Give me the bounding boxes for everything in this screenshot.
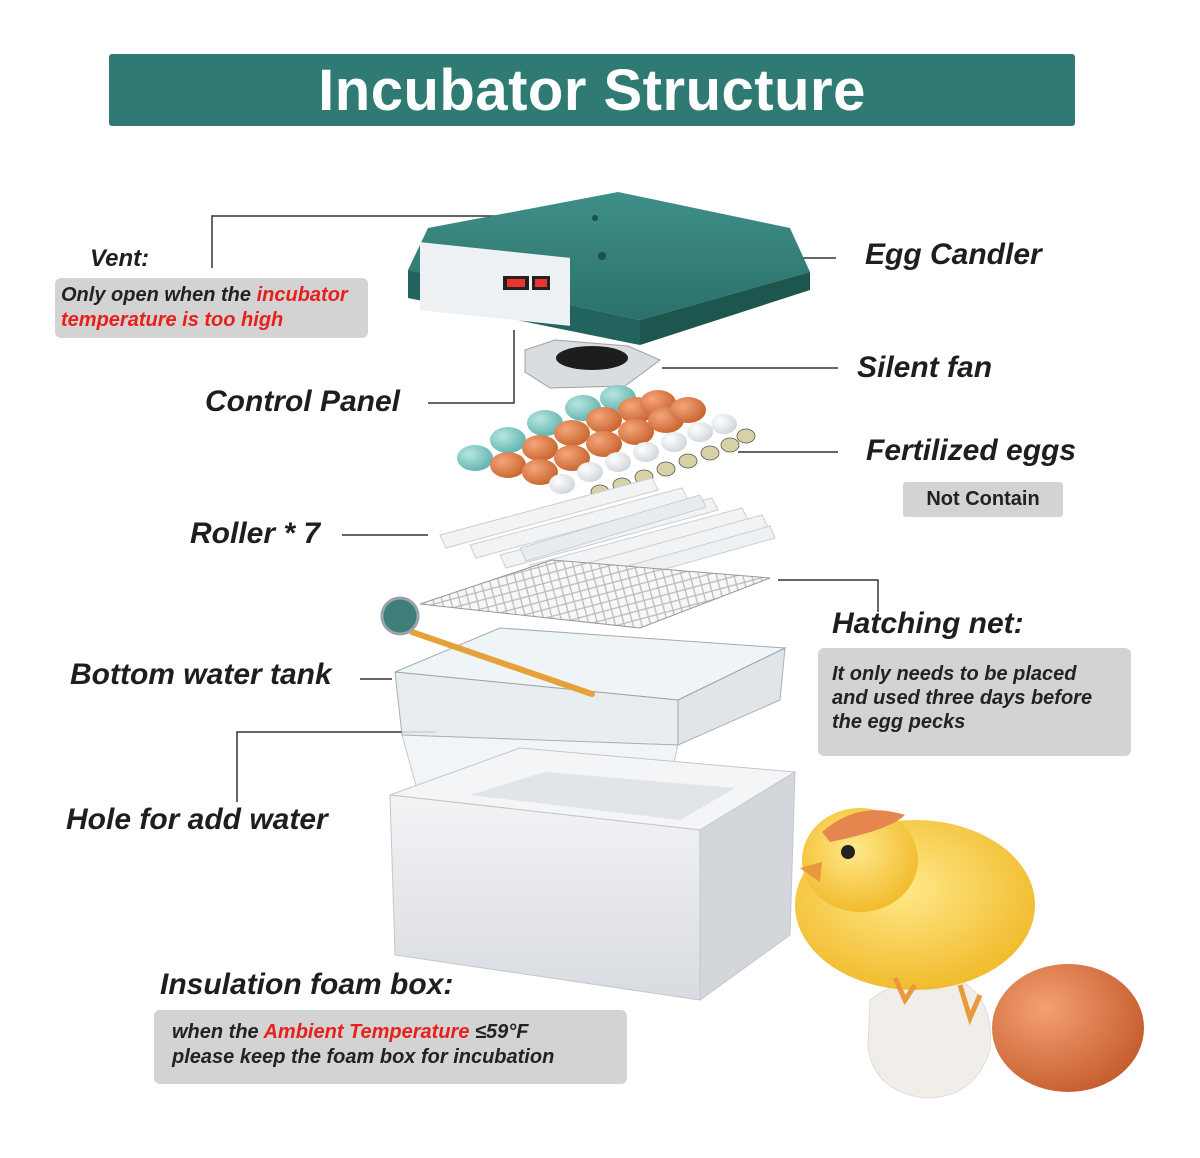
incubator-lid — [408, 192, 810, 345]
vent-label: Vent: — [90, 245, 150, 272]
vent-note: Only open when the incubator temperature… — [55, 278, 368, 338]
insulation-box-label: Insulation foam box: — [160, 968, 454, 1001]
bottom-water-tank-label: Bottom water tank — [70, 658, 332, 691]
hatching-net-label: Hatching net: — [832, 607, 1024, 640]
roller-label: Roller * 7 — [190, 517, 321, 550]
not-contain-badge: Not Contain — [903, 482, 1063, 517]
foam-box — [389, 747, 797, 1001]
silent-fan-label: Silent fan — [857, 351, 993, 384]
insulation-note-a: when the — [172, 1021, 264, 1043]
hatching-net-note: It only needs to be placed and used thre… — [818, 648, 1131, 756]
fertilized-eggs-label: Fertilized eggs — [866, 434, 1077, 467]
control-panel-label: Control Panel — [205, 385, 401, 418]
page-title: Incubator Structure — [318, 57, 866, 123]
silent-fan — [524, 339, 661, 389]
egg-tray — [457, 385, 756, 500]
insulation-note-c: ≤59°F — [469, 1021, 529, 1043]
hatching-note-line-2: and used three days before — [832, 687, 1093, 709]
hatching-note-line-3: the egg pecks — [832, 711, 966, 733]
egg-candler-label: Egg Candler — [865, 238, 1042, 271]
hatching-net — [419, 559, 771, 629]
chick-with-eggs — [795, 808, 1144, 1099]
insulation-note-d: please keep the foam box for incubation — [172, 1046, 555, 1068]
not-contain-text: Not Contain — [926, 488, 1040, 510]
hole-for-water-label: Hole for add water — [66, 803, 328, 836]
vent-note-text-a: Only open when the — [61, 284, 257, 306]
title-banner: Incubator Structure — [109, 54, 1075, 126]
insulation-note: when the Ambient Temperature ≤59°F pleas… — [154, 1010, 627, 1084]
hatching-note-line-1: It only needs to be placed — [832, 663, 1077, 685]
insulation-note-b: Ambient Temperature — [263, 1021, 470, 1043]
vent-note-text-b: incubator — [256, 284, 348, 306]
vent-note-text-c: temperature is too high — [61, 309, 284, 331]
leader-lines — [211, 215, 879, 802]
